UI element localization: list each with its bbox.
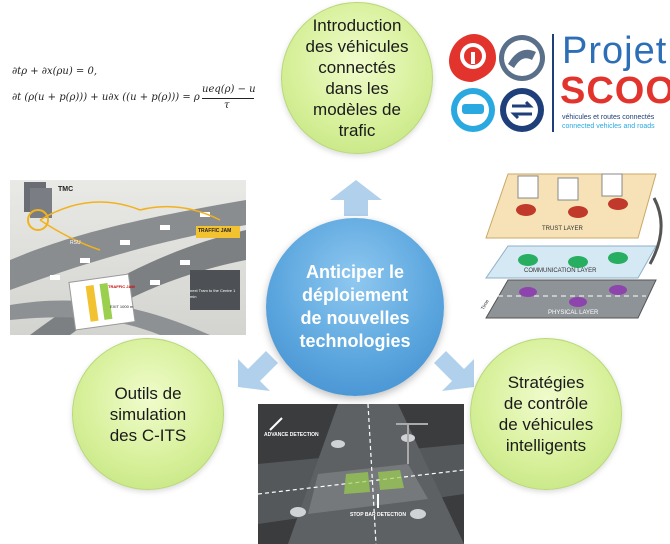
center-circle-text: Anticiper le déploiement de nouvelles te…	[299, 262, 411, 351]
layers-diagram: TRUST LAYER COMMUNICATION LAYER PHYSICAL…	[478, 168, 664, 324]
equation-2: ∂t (ρ(u + p(ρ))) + u∂x ((u + p(ρ))) = ρ …	[12, 84, 256, 114]
right-circle: Stratégies de contrôle de véhicules inte…	[470, 338, 622, 490]
scoop-logo-icons	[448, 34, 554, 132]
equation-2-left: ∂t (ρ(u + p(ρ))) + u∂x ((u + p(ρ))) = ρ	[12, 92, 200, 103]
tram-sign: next Tram to the Centre 1 min	[190, 288, 236, 299]
top-circle: Introduction des véhicules connectés dan…	[281, 2, 433, 154]
stop-bar-detection-label: STOP BAR DETECTION	[350, 512, 406, 518]
trust-layer-label: TRUST LAYER	[542, 226, 583, 232]
equation-1: ∂tρ + ∂x(ρu) = 0,	[12, 66, 98, 77]
connected-traffic-illustration: TMC RSU TRAFFIC JAM next Tram to the Cen…	[10, 180, 246, 335]
physical-layer-label: PHYSICAL LAYER	[548, 310, 599, 316]
fraction-bar	[202, 98, 254, 99]
layers-scene	[485, 173, 663, 319]
warning-label: TRAFFIC JAM	[108, 284, 135, 289]
equation-2-denominator: τ	[224, 100, 230, 111]
advance-detection-label: ADVANCE DETECTION	[264, 432, 319, 438]
logo-subtitle-2: connected vehicles and roads	[562, 123, 655, 130]
equation-2-numerator: ueq(ρ) − u	[202, 84, 256, 95]
arrow-down-right-icon	[434, 351, 474, 391]
tmc-label: TMC	[58, 186, 74, 193]
rsu-label: RSU	[70, 240, 81, 246]
intersection-scene	[258, 404, 464, 544]
left-circle: Outils de simulation des C-ITS	[72, 338, 224, 490]
car-icon	[451, 88, 495, 132]
arrow-down-left-icon	[238, 351, 278, 391]
intersection-detection-illustration: ADVANCE DETECTION STOP BAR DETECTION	[258, 404, 464, 544]
center-circle: Anticiper le déploiement de nouvelles te…	[266, 218, 444, 396]
antenna-icon	[448, 34, 496, 82]
arrow-up-icon	[330, 180, 382, 216]
right-circle-text: Stratégies de contrôle de véhicules inte…	[498, 373, 594, 455]
logo-title-scoop: SCOOP	[560, 70, 670, 112]
traffic-scene	[10, 182, 246, 335]
left-circle-text: Outils de simulation des C-ITS	[109, 383, 187, 445]
logo-divider	[552, 34, 554, 132]
traffic-jam-label: TRAFFIC JAM	[198, 228, 232, 234]
logo-title-projet: Projet	[562, 30, 668, 72]
scoop-logo: Projet SCOOP véhicules et routes connect…	[440, 30, 670, 135]
exit-label: EXIT 1000 m	[110, 304, 134, 309]
exchange-icon	[500, 88, 544, 132]
communication-layer-label: COMMUNICATION LAYER	[524, 268, 597, 274]
top-circle-text: Introduction des véhicules connectés dan…	[305, 16, 409, 140]
logo-subtitle-1: véhicules et routes connectés	[562, 114, 655, 121]
car-road-icon	[499, 35, 545, 81]
